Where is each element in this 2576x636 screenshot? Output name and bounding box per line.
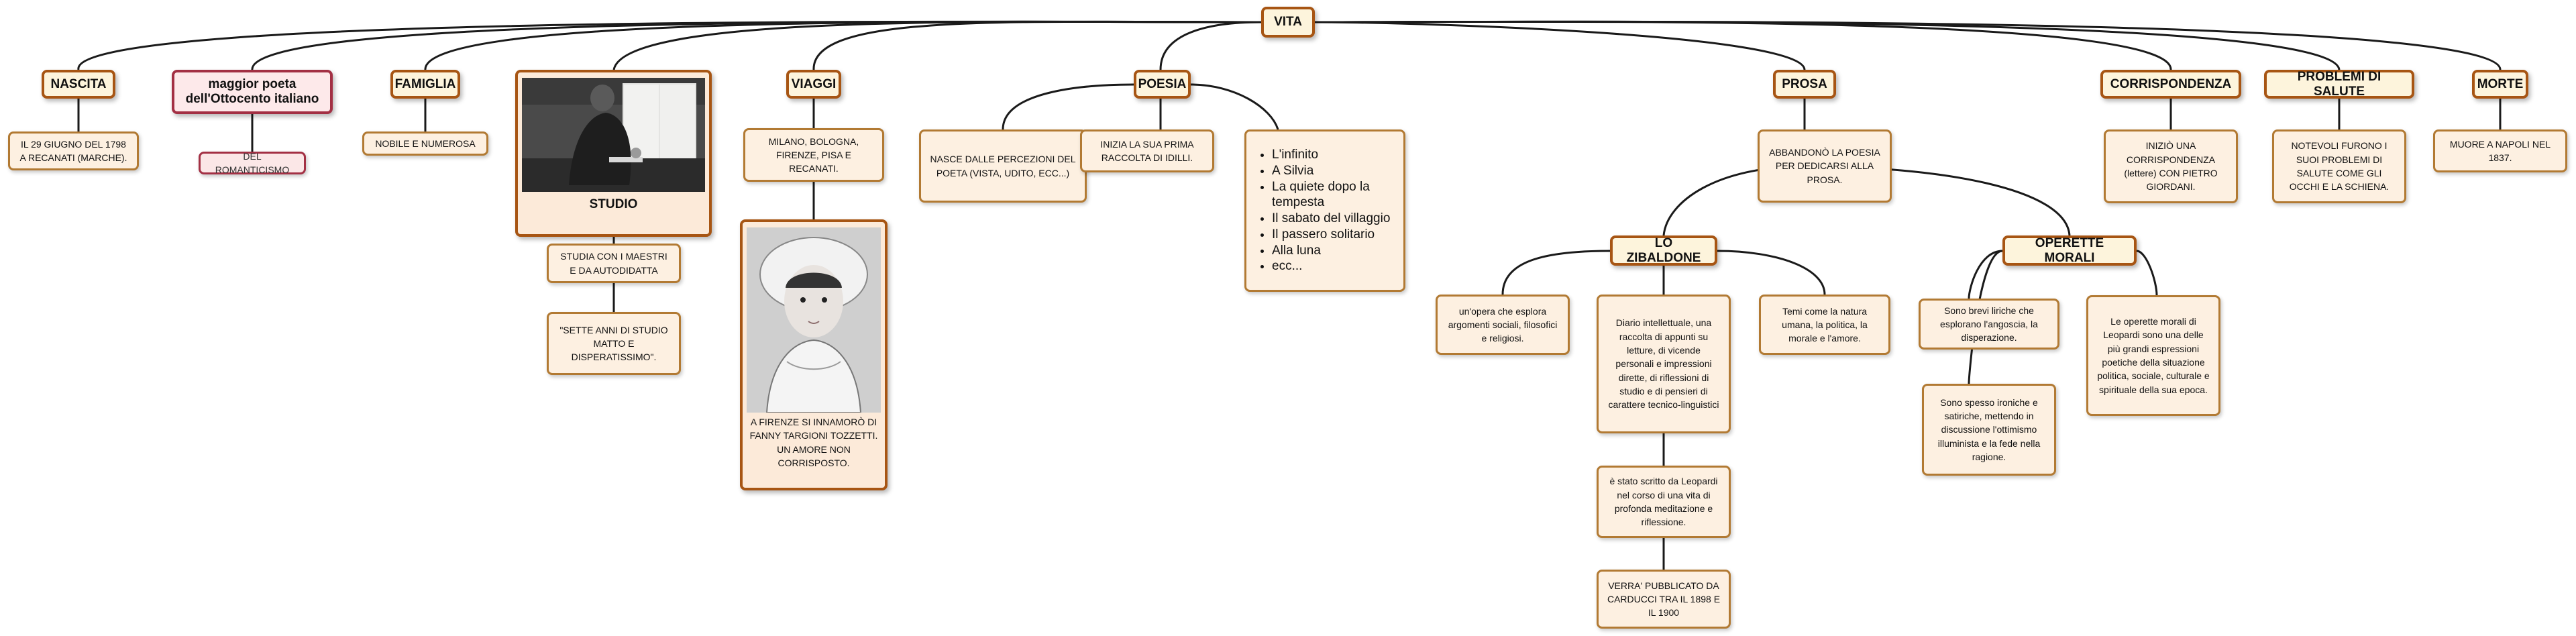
nascita-detail[interactable]: IL 29 GIUGNO DEL 1798 A RECANATI (MARCHE… [8,131,139,170]
node-poesia[interactable]: POESIA [1134,70,1191,99]
viaggi-detail-2-text: A FIRENZE SI INNAMORÒ DI FANNY TARGIONI … [749,417,878,468]
prosa-detail[interactable]: ABBANDONÒ LA POESIA PER DEDICARSI ALLA P… [1758,129,1892,203]
node-famiglia[interactable]: FAMIGLIA [390,70,460,99]
zibaldone-detail-1[interactable]: un'opera che esplora argomenti sociali, … [1436,295,1570,355]
poesia-idilli-list[interactable]: L'infinito A Silvia La quiete dopo la te… [1244,129,1405,292]
node-zibaldone[interactable]: LO ZIBALDONE [1610,235,1717,266]
idillio-item: Il sabato del villaggio [1272,211,1395,227]
zibaldone-detail-2[interactable]: Diario intellettuale, una raccolta di ap… [1597,295,1731,433]
poeta-detail[interactable]: DEL ROMANTICISMO [199,151,306,175]
fanny-portrait [747,227,881,413]
idillio-item: Alla luna [1272,243,1395,259]
idillio-item: Il passero solitario [1272,227,1395,243]
idillio-item: L'infinito [1272,147,1395,163]
node-problemi-salute[interactable]: PROBLEMI DI SALUTE [2264,70,2414,99]
node-prosa[interactable]: PROSA [1773,70,1836,99]
node-nascita[interactable]: NASCITA [42,70,115,99]
node-studio[interactable]: STUDIO [515,70,712,237]
idillio-item: La quiete dopo la tempesta [1272,179,1395,211]
studio-photo [522,78,705,192]
zibaldone-detail-3[interactable]: Temi come la natura umana, la politica, … [1759,295,1890,355]
poesia-detail-1[interactable]: NASCE DALLE PERCEZIONI DEL POETA (VISTA,… [919,129,1087,203]
idillio-item: ecc... [1272,258,1395,274]
famiglia-detail[interactable]: NOBILE E NUMEROSA [362,131,488,156]
node-morte[interactable]: MORTE [2472,70,2528,99]
corrispondenza-detail[interactable]: INIZIÒ UNA CORRISPONDENZA (lettere) CON … [2104,129,2238,203]
idillio-item: A Silvia [1272,163,1395,179]
operette-detail-3[interactable]: Le operette morali di Leopardi sono una … [2086,295,2220,416]
node-viaggi[interactable]: VIAGGI [786,70,841,99]
zibaldone-detail-5[interactable]: VERRA' PUBBLICATO DA CARDUCCI TRA IL 189… [1597,570,1731,629]
node-poeta[interactable]: maggior poeta dell'Ottocento italiano [172,70,333,114]
studio-label: STUDIO [589,197,638,211]
salute-detail[interactable]: NOTEVOLI FURONO I SUOI PROBLEMI DI SALUT… [2272,129,2406,203]
node-corrispondenza[interactable]: CORRISPONDENZA [2100,70,2241,99]
operette-detail-1[interactable]: Sono brevi liriche che esplorano l'angos… [1919,299,2059,350]
studio-detail-2[interactable]: "SETTE ANNI DI STUDIO MATTO E DISPERATIS… [547,312,681,375]
operette-detail-2[interactable]: Sono spesso ironiche e satiriche, metten… [1922,384,2056,476]
node-operette-morali[interactable]: OPERETTE MORALI [2002,235,2137,266]
viaggi-detail-1[interactable]: MILANO, BOLOGNA, FIRENZE, PISA E RECANAT… [743,128,884,182]
zibaldone-detail-4[interactable]: è stato scritto da Leopardi nel corso di… [1597,466,1731,538]
viaggi-detail-2[interactable]: A FIRENZE SI INNAMORÒ DI FANNY TARGIONI … [740,219,888,490]
root-vita[interactable]: VITA [1261,7,1315,38]
studio-detail-1[interactable]: STUDIA CON I MAESTRI E DA AUTODIDATTA [547,244,681,283]
morte-detail[interactable]: MUORE A NAPOLI NEL 1837. [2433,129,2567,172]
poesia-detail-2[interactable]: INIZIA LA SUA PRIMA RACCOLTA DI IDILLI. [1080,129,1214,172]
